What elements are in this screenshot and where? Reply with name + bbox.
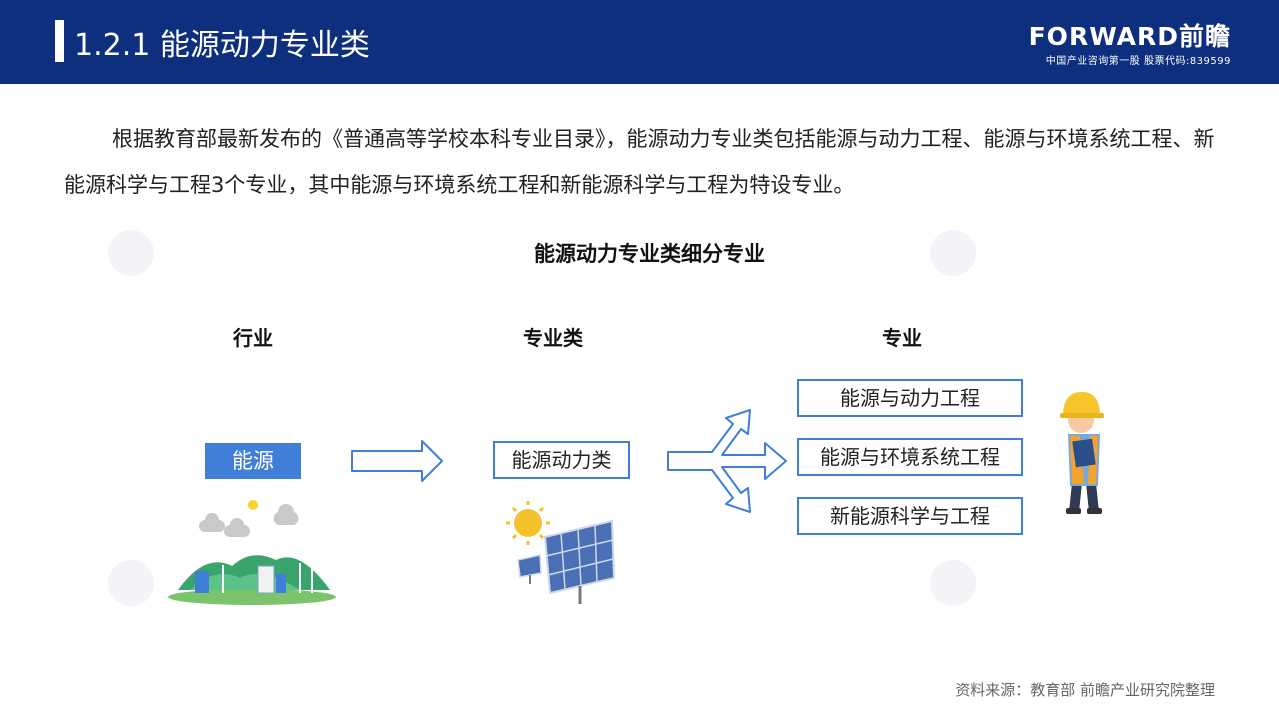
- arrow-right-icon: [351, 440, 443, 482]
- page-title: 1.2.1 能源动力专业类: [74, 28, 370, 63]
- watermark-logo-icon: [930, 230, 976, 276]
- sun-icon: [506, 501, 550, 545]
- green-energy-landscape-icon: [168, 500, 336, 605]
- watermark-logo-icon: [108, 560, 154, 606]
- header-bar: 1.2.1 能源动力专业类 FORWARD前瞻 中国产业咨询第一股 股票代码:8…: [0, 0, 1279, 84]
- major-box-energy-environment: 能源与环境系统工程: [797, 438, 1023, 476]
- forward-logo: FORWARD前瞻 中国产业咨询第一股 股票代码:839599: [1029, 22, 1231, 69]
- solar-panel-icon: [517, 519, 616, 604]
- logo-subtitle: 中国产业咨询第一股 股票代码:839599: [1045, 56, 1231, 67]
- column-header-category: 专业类: [523, 326, 583, 350]
- branching-arrow-icon: [667, 409, 787, 513]
- title-accent-bar: [55, 20, 64, 62]
- major-box-energy-power: 能源与动力工程: [797, 379, 1023, 417]
- category-box: 能源动力类: [493, 441, 630, 479]
- watermark-logo-icon: [108, 230, 154, 276]
- diagram-title: 能源动力专业类细分专业: [534, 242, 765, 266]
- industry-box-energy: 能源: [205, 443, 301, 479]
- column-header-industry: 行业: [233, 326, 273, 350]
- watermark-logo-icon: [930, 560, 976, 606]
- column-header-major: 专业: [882, 326, 922, 350]
- source-note: 资料来源：教育部 前瞻产业研究院整理: [955, 681, 1215, 699]
- logo-main-text: FORWARD前瞻: [1028, 22, 1231, 51]
- engineer-worker-icon: [1060, 392, 1104, 514]
- major-box-new-energy: 新能源科学与工程: [797, 497, 1023, 535]
- intro-paragraph: 根据教育部最新发布的《普通高等学校本科专业目录》，能源动力专业类包括能源与动力工…: [64, 127, 1215, 197]
